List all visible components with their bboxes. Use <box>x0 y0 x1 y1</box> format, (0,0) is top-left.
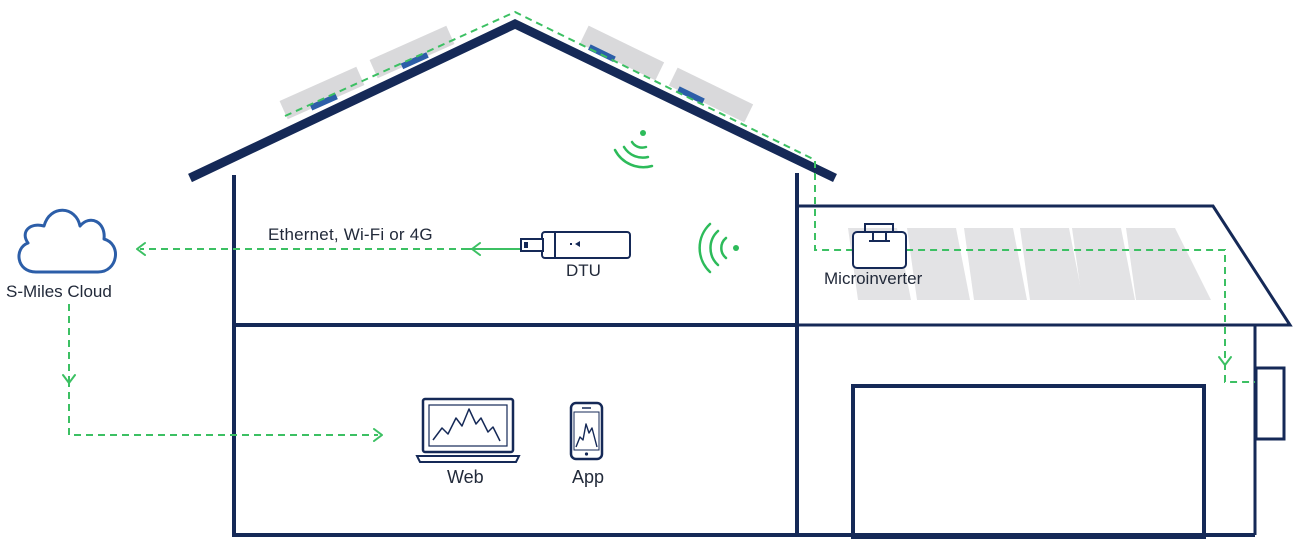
garage-door <box>851 384 1206 539</box>
solar-panel <box>579 25 665 81</box>
microinverter-label: Microinverter <box>824 269 923 288</box>
garage-side-box <box>1254 366 1286 441</box>
app-label: App <box>572 467 605 487</box>
phone-icon <box>569 401 604 461</box>
arrow-left-cloud <box>136 242 146 256</box>
cloud-label: S-Miles Cloud <box>6 282 112 301</box>
solar-panel <box>1126 228 1211 300</box>
solar-panel <box>279 66 365 120</box>
solar-panel <box>964 228 1027 300</box>
garage-roof <box>797 204 1293 327</box>
solar-panel <box>1020 228 1083 300</box>
arrow-left-dtu <box>471 242 481 256</box>
laptop-icon <box>415 397 521 463</box>
microinverter-icon <box>852 223 907 269</box>
house-structure <box>188 19 1293 539</box>
dtu-icon <box>520 231 631 259</box>
solar-panel <box>668 67 754 123</box>
main-roof <box>188 19 837 183</box>
cloud-to-web-line <box>68 380 378 436</box>
wifi-signal-icon <box>698 222 739 274</box>
solar-panel <box>369 25 455 79</box>
connection-label: Ethernet, Wi-Fi or 4G <box>268 225 433 244</box>
dtu-label: DTU <box>566 261 601 280</box>
roof-solar-panels <box>279 25 754 123</box>
garage-roof-solar-panels <box>848 228 1211 300</box>
solar-panel <box>1072 228 1135 300</box>
solar-panel <box>907 228 970 300</box>
web-label: Web <box>447 467 484 487</box>
arrow-down-garage <box>1218 356 1232 366</box>
arrow-down-cloud <box>62 374 76 384</box>
arrowheads <box>62 242 1232 442</box>
wifi-signal-icon <box>613 130 654 169</box>
data-flow-lines <box>68 10 1255 436</box>
cloud-icon <box>17 208 117 274</box>
roof-panel-wiring <box>284 10 1255 383</box>
arrow-right-web <box>373 428 383 442</box>
